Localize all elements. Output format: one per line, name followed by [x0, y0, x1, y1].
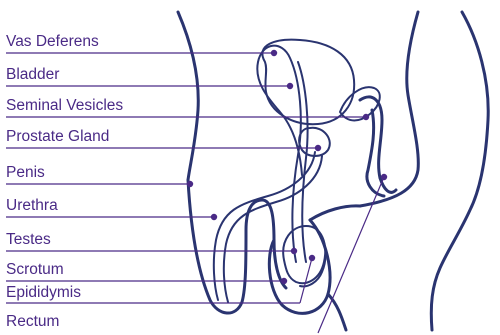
dot-epididymis: [309, 255, 314, 260]
dot-testes: [291, 248, 296, 253]
dot-vas-deferens: [271, 50, 276, 55]
label-penis: Penis: [6, 164, 45, 182]
leader-epididymis-riser: [300, 258, 312, 303]
label-rectum: Rectum: [6, 313, 59, 331]
dot-penis: [187, 181, 192, 186]
dot-urethra: [211, 214, 216, 219]
label-urethra: Urethra: [6, 197, 58, 215]
label-bladder: Bladder: [6, 66, 59, 84]
label-vas-deferens: Vas Deferens: [6, 33, 99, 51]
label-epididymis: Epididymis: [6, 284, 81, 302]
label-scrotum: Scrotum: [6, 261, 64, 279]
label-seminal-vesicles: Seminal Vesicles: [6, 97, 123, 115]
dot-seminal-vesicles: [363, 114, 368, 119]
dot-rectum: [381, 174, 386, 179]
label-testes: Testes: [6, 231, 51, 249]
leader-rectum: [318, 177, 384, 333]
dot-bladder: [287, 83, 292, 88]
label-prostate-gland: Prostate Gland: [6, 128, 109, 146]
dot-scrotum: [281, 278, 286, 283]
dot-prostate-gland: [315, 145, 320, 150]
